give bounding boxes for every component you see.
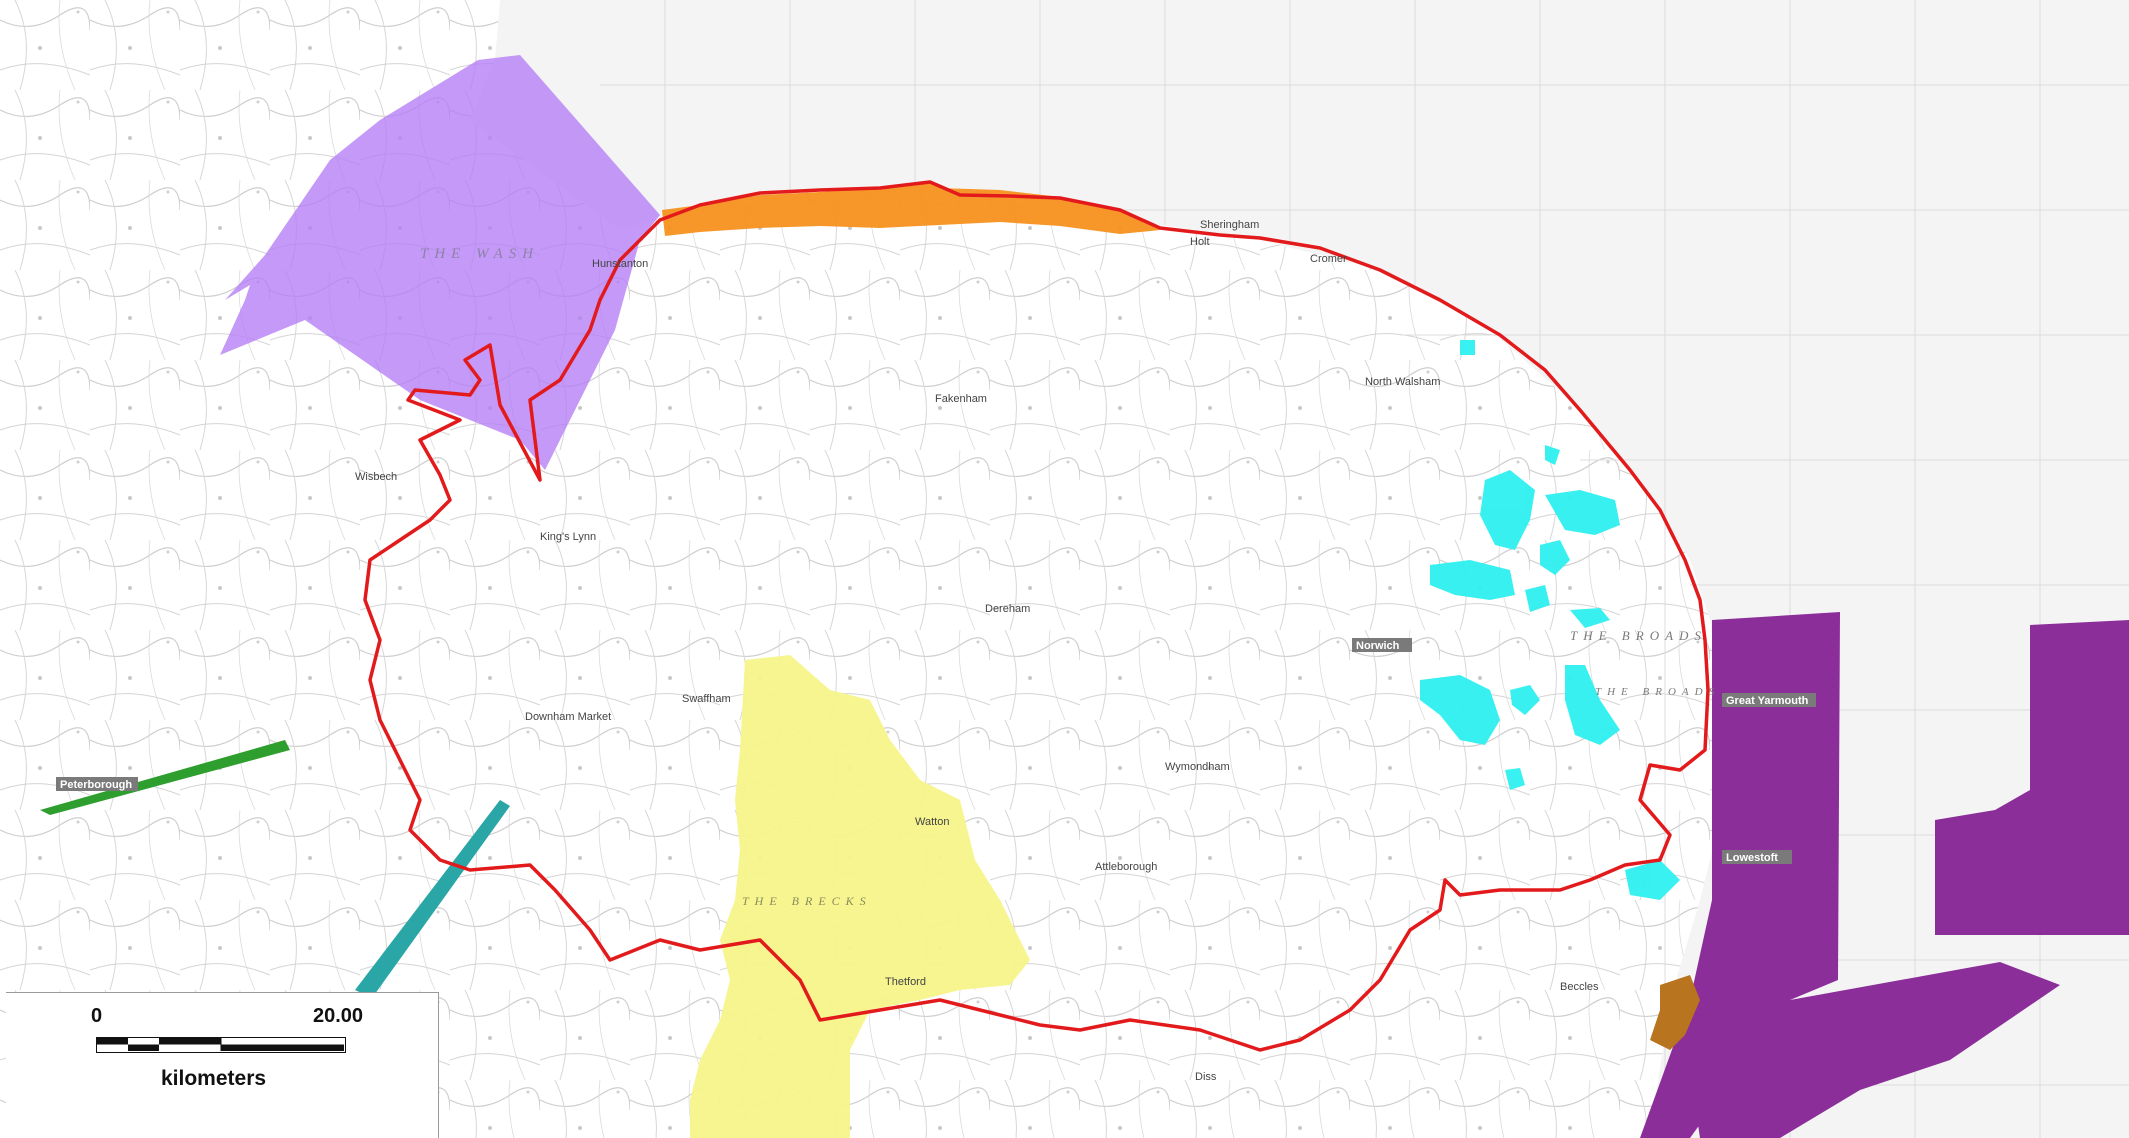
town-label[interactable]: Swaffham [682,693,731,705]
town-label[interactable]: Thetford [885,976,926,988]
label-the-broads-upper: THE BROADS [1570,628,1707,643]
scale-bar-panel: 0 20.00 kilometers [6,992,439,1138]
town-label[interactable]: North Walsham [1365,376,1440,388]
town-label[interactable]: Norwich [1356,640,1400,652]
town-label[interactable]: Beccles [1560,981,1599,993]
pipeline-teal[interactable] [355,800,510,998]
town-label[interactable]: Attleborough [1095,861,1157,873]
coast-brown-zone[interactable] [1650,975,1700,1050]
scale-units-label: kilometers [161,1067,267,1090]
label-the-broads-lower: THE BROADS [1595,686,1720,698]
town-label[interactable]: Lowestoft [1726,852,1778,864]
town-label[interactable]: Watton [915,816,949,828]
town-label[interactable]: Diss [1195,1071,1217,1083]
broads-zone[interactable] [1420,340,1680,900]
town-label[interactable]: Fakenham [935,393,987,405]
town-label[interactable]: Great Yarmouth [1726,695,1809,707]
study-area-boundary[interactable] [363,180,1710,1052]
town-label[interactable]: Sheringham [1200,219,1259,231]
town-label[interactable]: Hunstanton [592,258,648,270]
town-label[interactable]: Dereham [985,603,1030,615]
pipeline-green[interactable] [40,740,290,815]
town-label[interactable]: Peterborough [60,779,132,791]
scale-end-label: 20.00 [313,1005,364,1027]
scale-start-label: 0 [91,1005,103,1027]
wash-zone[interactable] [220,55,660,470]
town-labels: Peterborough King's Lynn Hunstanton Fake… [56,219,1816,1083]
label-the-brecks: THE BRECKS [742,894,872,908]
town-label[interactable]: Downham Market [525,711,611,723]
town-label[interactable]: Wisbech [355,471,397,483]
town-label[interactable]: Wymondham [1165,761,1230,773]
label-the-wash: THE WASH [420,246,539,262]
offshore-zone-south[interactable] [1690,962,2060,1138]
brecks-zone[interactable] [690,655,1030,1138]
offshore-zone-east[interactable] [1935,620,2129,935]
town-label[interactable]: Holt [1190,236,1210,248]
town-label[interactable]: Cromer [1310,253,1347,265]
scale-bar [96,1037,346,1053]
town-label[interactable]: King's Lynn [540,531,596,543]
